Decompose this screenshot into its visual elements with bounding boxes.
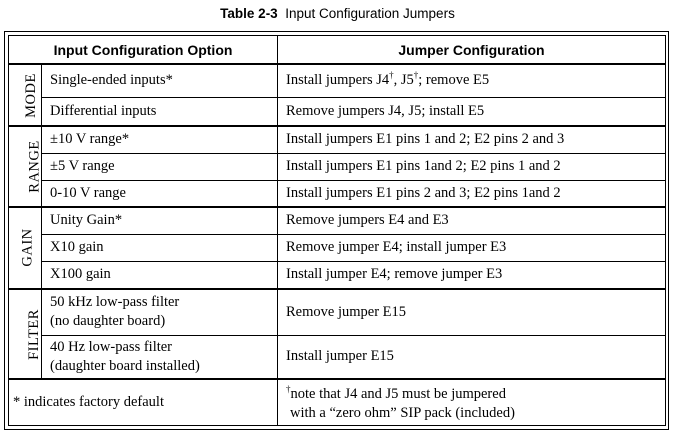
dagger-mark: † xyxy=(413,70,419,81)
footnote-factory-default: * indicates factory default xyxy=(8,378,278,427)
table-caption: Table 2-3 Input Configuration Jumpers xyxy=(0,6,675,21)
jumper-cell: Install jumper E4; remove jumper E3 xyxy=(277,260,666,290)
table-row: X10 gain Remove jumper E4; install jumpe… xyxy=(9,234,666,262)
table-row: RANGE ±10 V range* Install jumpers E1 pi… xyxy=(8,125,666,208)
option-cell: Single-ended inputs* xyxy=(41,63,278,98)
jumper-cell: Remove jumpers E4 and E3 xyxy=(277,206,666,236)
jumper-cell: Install jumpers E1 pins 1 and 2; E2 pins… xyxy=(277,125,666,154)
table-row: GAIN Unity Gain* Remove jumpers E4 and E… xyxy=(8,206,666,290)
jumper-table: Input Configuration Option Jumper Config… xyxy=(8,35,666,427)
jumper-cell: Install jumpers J4†, J5†; remove E5 xyxy=(277,63,666,98)
option-cell: 0-10 V range xyxy=(41,179,278,208)
dagger-mark: † xyxy=(389,70,394,81)
jumper-cell: Install jumpers E1 pins 1and 2; E2 pins … xyxy=(277,153,666,181)
table-row: Differential inputs Remove jumpers J4, J… xyxy=(9,96,666,127)
option-cell: X10 gain xyxy=(41,234,278,262)
footnote-jumper-note: †note that J4 and J5 must be jumpered wi… xyxy=(277,378,666,427)
table-row: 0-10 V range Install jumpers E1 pins 2 a… xyxy=(9,179,666,208)
table-row: FILTER 50 kHz low-pass filter (no daught… xyxy=(8,288,666,381)
option-cell: Unity Gain* xyxy=(41,206,278,236)
table-header-row: Input Configuration Option Jumper Config… xyxy=(8,35,666,66)
table-row: 40 Hz low-pass filter (daughter board in… xyxy=(9,334,666,381)
option-cell: X100 gain xyxy=(41,260,278,290)
option-cell: 40 Hz low-pass filter (daughter board in… xyxy=(41,334,278,381)
option-cell: 50 kHz low-pass filter (no daughter boar… xyxy=(41,288,278,336)
column-header-jumper: Jumper Configuration xyxy=(277,35,666,66)
jumper-cell: Install jumpers E1 pins 2 and 3; E2 pins… xyxy=(277,179,666,208)
table-title: Input Configuration Jumpers xyxy=(285,6,455,21)
group-label-filter: FILTER xyxy=(8,288,42,381)
group-label-mode: MODE xyxy=(8,63,42,127)
jumper-cell: Remove jumper E4; install jumper E3 xyxy=(277,234,666,262)
jumper-cell: Remove jumpers J4, J5; install E5 xyxy=(277,96,666,127)
group-label-range: RANGE xyxy=(8,125,42,208)
dagger-mark: † xyxy=(286,383,291,394)
table-number: Table 2-3 xyxy=(220,6,278,21)
table-footer-row: * indicates factory default †note that J… xyxy=(8,378,666,427)
jumper-cell: Remove jumper E15 xyxy=(277,288,666,336)
table-outer-frame xyxy=(4,31,669,430)
table-row: X100 gain Install jumper E4; remove jump… xyxy=(9,260,666,290)
option-cell: ±10 V range* xyxy=(41,125,278,154)
option-cell: ±5 V range xyxy=(41,153,278,181)
group-label-gain: GAIN xyxy=(8,206,42,290)
table-row: MODE Single-ended inputs* Install jumper… xyxy=(8,63,666,127)
option-cell: Differential inputs xyxy=(41,96,278,127)
jumper-cell: Install jumper E15 xyxy=(277,334,666,381)
column-header-option: Input Configuration Option xyxy=(8,35,278,66)
table-row: ±5 V range Install jumpers E1 pins 1and … xyxy=(9,153,666,181)
